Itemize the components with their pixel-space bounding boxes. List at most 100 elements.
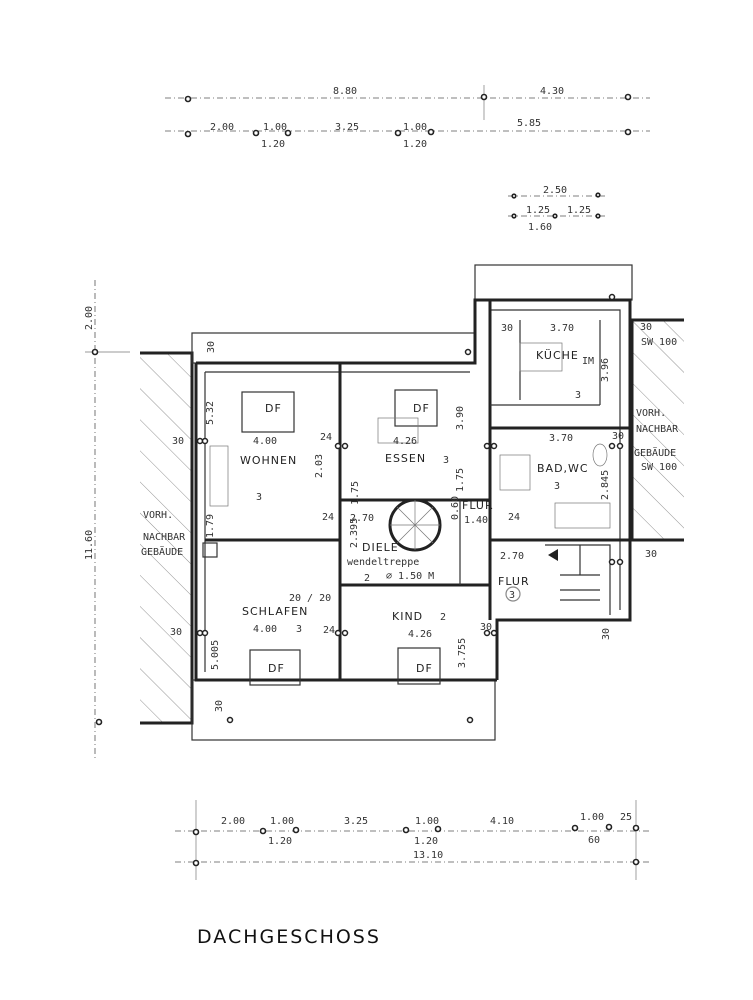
room-width: 2.70 (500, 551, 524, 562)
room-level: 3 (575, 390, 581, 401)
room-labels: WOHNEN 3 4.00 ESSEN 3 4.26 KÜCHE 3 3.70 … (240, 323, 589, 675)
room-flur-lower: FLUR (498, 575, 530, 588)
dim-label: 1.25 (526, 205, 550, 216)
room-level: 3 (443, 455, 449, 466)
dim-label: 0.60 (450, 496, 461, 520)
dim-label: 30 (640, 322, 652, 333)
room-level: 2 (364, 573, 370, 584)
dim-label: 1.00 (263, 122, 287, 133)
dim-label: 3.96 (600, 358, 611, 382)
room-width: 4.26 (408, 629, 432, 640)
dim-label: 30 (206, 341, 217, 353)
dim-label: 2.03 (314, 454, 325, 478)
bottom-dimensions: 2.00 1.00 3.25 1.00 4.10 1.00 25 1.20 1.… (175, 800, 650, 880)
room-width: 2.70 (350, 513, 374, 524)
dim-label: 2.845 (600, 470, 611, 500)
neighbor-label: GEBÄUDE (141, 545, 183, 558)
neighbor-label: NACHBAR (636, 424, 679, 435)
dim-label: 30 (214, 700, 225, 712)
neighbor-building-left: VORH. NACHBAR GEBÄUDE (140, 351, 194, 725)
room-kind: KIND (392, 610, 423, 623)
dim-label: 1.00 (403, 122, 427, 133)
dim-label: 1.20 (261, 139, 285, 150)
dim-label: 4.10 (490, 816, 514, 827)
room-level: 3 (296, 624, 302, 635)
wall-label: SW 100 (641, 337, 677, 348)
room-width: 3.70 (550, 323, 574, 334)
dim-label: 30 (612, 431, 624, 442)
dormer-label: DF (268, 662, 285, 675)
room-flur-upper: FLUR (462, 499, 494, 512)
dim-label: 24 (320, 432, 332, 443)
dim-label: 2.395 (349, 518, 360, 548)
dim-label: IM (582, 356, 594, 367)
dim-label: 30 (480, 622, 492, 633)
dim-label: 25 (620, 812, 632, 823)
room-essen: ESSEN (385, 452, 426, 465)
dim-label: 2.00 (84, 306, 95, 330)
dim-label: 1.00 (580, 812, 604, 823)
room-wohnen: WOHNEN (240, 454, 297, 467)
dim-label: 24 (508, 512, 520, 523)
dim-label: 30 (645, 549, 657, 560)
dim-label: 2.00 (221, 816, 245, 827)
dim-label: 1.00 (270, 816, 294, 827)
dim-label: 60 (588, 835, 600, 846)
dormer-label: DF (265, 402, 282, 415)
left-dimensions: 2.00 11.60 (84, 280, 130, 760)
stair-label: wendeltreppe (347, 557, 419, 568)
dim-label: 24 (322, 512, 334, 523)
dim-label: 1.75 (350, 481, 361, 505)
dim-label: 3.25 (335, 122, 359, 133)
dim-label: 3.25 (344, 816, 368, 827)
neighbor-label: NACHBAR (143, 532, 186, 543)
neighbor-label: VORH. (636, 408, 666, 419)
inner-dimensions: 5.32 2.03 3.90 3.96 IM 2.845 2.395 3.755… (170, 322, 657, 712)
room-width: 3.70 (549, 433, 573, 444)
dim-label: 1.20 (414, 836, 438, 847)
dim-label: 5.005 (210, 640, 221, 670)
room-level: 3 (554, 481, 560, 492)
dim-label: 1.20 (403, 139, 427, 150)
chimney-size: 20 / 20 (289, 593, 331, 604)
room-width: 4.26 (393, 436, 417, 447)
staircase (545, 544, 611, 615)
dormer-label: DF (413, 402, 430, 415)
plan-title: DACHGESCHOSS (197, 926, 381, 948)
dim-label: 30 (170, 627, 182, 638)
room-level: 3 (509, 590, 515, 601)
dim-label: 8.80 (333, 86, 357, 97)
dim-label: 1.25 (567, 205, 591, 216)
dim-label: 1.20 (268, 836, 292, 847)
spiral-staircase (388, 498, 442, 552)
neighbor-label: VORH. (143, 510, 173, 521)
stair-diameter: ⌀ 1.50 M (386, 571, 434, 582)
room-diele: DIELE (362, 541, 399, 554)
room-level: 3 (256, 492, 262, 503)
dim-label: 1.79 (205, 514, 216, 538)
dim-label: 1.60 (528, 222, 552, 233)
dim-label: 2.50 (543, 185, 567, 196)
dim-label: 13.10 (413, 850, 443, 861)
dim-label: 30 (172, 436, 184, 447)
dim-label: 5.32 (205, 401, 216, 425)
neighbor-label: GEBÄUDE (634, 446, 676, 459)
dim-label: 24 (323, 625, 335, 636)
room-bad: BAD,WC (537, 462, 589, 475)
room-width: 1.40 (464, 515, 488, 526)
dim-label: 2.00 (210, 122, 234, 133)
room-schlafen: SCHLAFEN (242, 605, 308, 618)
room-level: 2 (440, 612, 446, 623)
dim-label: 4.30 (540, 86, 564, 97)
room-width: 4.00 (253, 624, 277, 635)
top-dimensions: 8.80 4.30 2.00 1.00 3.25 1.00 5.85 1.20 … (165, 85, 650, 233)
dim-label: 1.00 (415, 816, 439, 827)
dim-label: 1.75 (455, 468, 466, 492)
dormer-label: DF (416, 662, 433, 675)
room-kueche: KÜCHE (536, 349, 579, 362)
dim-label: 3.90 (455, 406, 466, 430)
room-width: 4.00 (253, 436, 277, 447)
wall-label: SW 100 (641, 462, 677, 473)
building (191, 264, 633, 741)
